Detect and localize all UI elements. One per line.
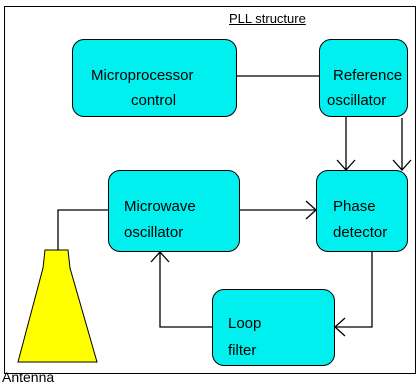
loop-filter-block: Loop filter [212,289,335,366]
reference-label: Reference [333,67,403,84]
arrowhead-phase-to-loop [334,317,346,337]
antenna-icon [17,249,98,363]
loop-label: Loop [228,315,262,332]
diagram-frame [4,6,416,374]
oscillator-label: oscillator [124,224,184,241]
connector-antenna-to-micro-osc [57,209,108,262]
detector-label: detector [333,224,388,241]
diagram-title: PLL structure [229,11,306,26]
microprocessor-control-block: Microprocessor control [72,39,237,117]
arrowhead-ref-to-phase [392,159,412,171]
phase-detector-block: Phase detector [316,170,408,252]
antenna-label: Antenna [2,369,55,385]
control-label: control [131,92,177,109]
oscillator-label: oscillator [327,92,387,109]
connector-phase-to-loop [335,252,373,328]
microwave-label: Microwave [124,198,196,215]
phase-label: Phase [333,198,376,215]
microprocessor-label: Microprocessor [91,67,194,84]
arrowhead-loop-to-micro-osc [150,251,170,263]
reference-oscillator-block: Reference oscillator [319,39,408,117]
filter-label: filter [228,342,257,359]
microwave-oscillator-block: Microwave oscillator [108,170,240,252]
connector-loop-to-micro-osc [159,252,212,328]
